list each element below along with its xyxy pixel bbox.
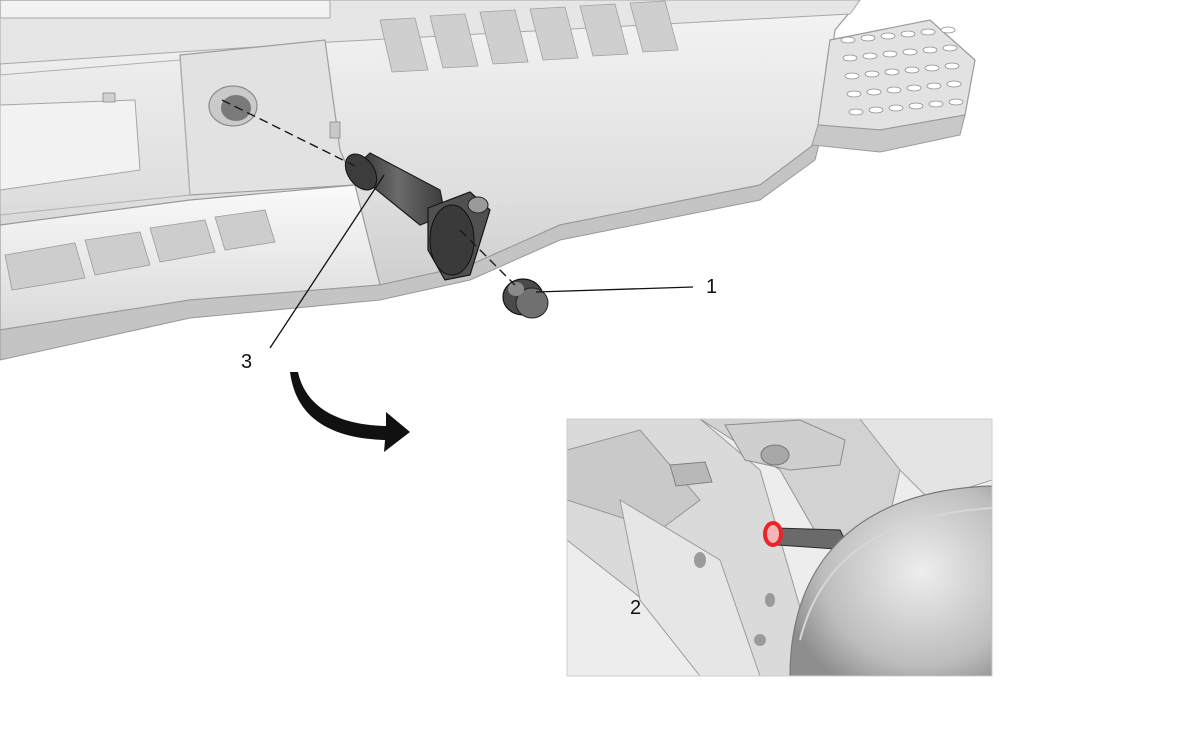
rear-bumper — [0, 0, 976, 361]
pad-hole — [942, 44, 958, 52]
pad-hole — [904, 66, 920, 74]
pad-hole — [842, 54, 858, 62]
pad-hole — [888, 104, 904, 112]
pad-hole — [902, 48, 918, 56]
plug-part-1 — [502, 278, 549, 319]
pad-hole — [920, 28, 936, 36]
pad-hole — [922, 46, 938, 54]
pad-hole — [908, 102, 924, 110]
callout-1: 1 — [706, 276, 718, 298]
pad-hole — [944, 62, 960, 70]
pad-hole — [926, 82, 942, 90]
step-pad-texture — [840, 26, 964, 116]
detail-inset — [567, 419, 992, 676]
hitch-bezel — [427, 191, 491, 281]
pad-hole — [906, 84, 922, 92]
callout-3: 3 — [241, 351, 253, 373]
pad-hole — [880, 32, 896, 40]
callout-2: 2 — [630, 597, 642, 619]
alignment-dashed-lines — [221, 99, 516, 286]
pad-hole — [844, 72, 860, 80]
pad-hole — [864, 70, 880, 78]
flow-arrow-icon — [290, 372, 410, 452]
pad-hole — [884, 68, 900, 76]
pad-hole — [900, 30, 916, 38]
pad-hole — [928, 100, 944, 108]
pad-hole — [848, 108, 864, 116]
pad-hole — [886, 86, 902, 94]
pad-hole — [948, 98, 964, 106]
pad-hole — [946, 80, 962, 88]
pad-hole — [882, 50, 898, 58]
pad-hole — [940, 26, 956, 34]
pad-hole — [860, 34, 876, 42]
pad-hole — [866, 88, 882, 96]
pad-hole — [846, 90, 862, 98]
retainer-ring-part-2 — [763, 521, 783, 547]
pad-hole — [924, 64, 940, 72]
pad-hole — [868, 106, 884, 114]
pad-hole — [862, 52, 878, 60]
pad-hole — [840, 36, 856, 44]
